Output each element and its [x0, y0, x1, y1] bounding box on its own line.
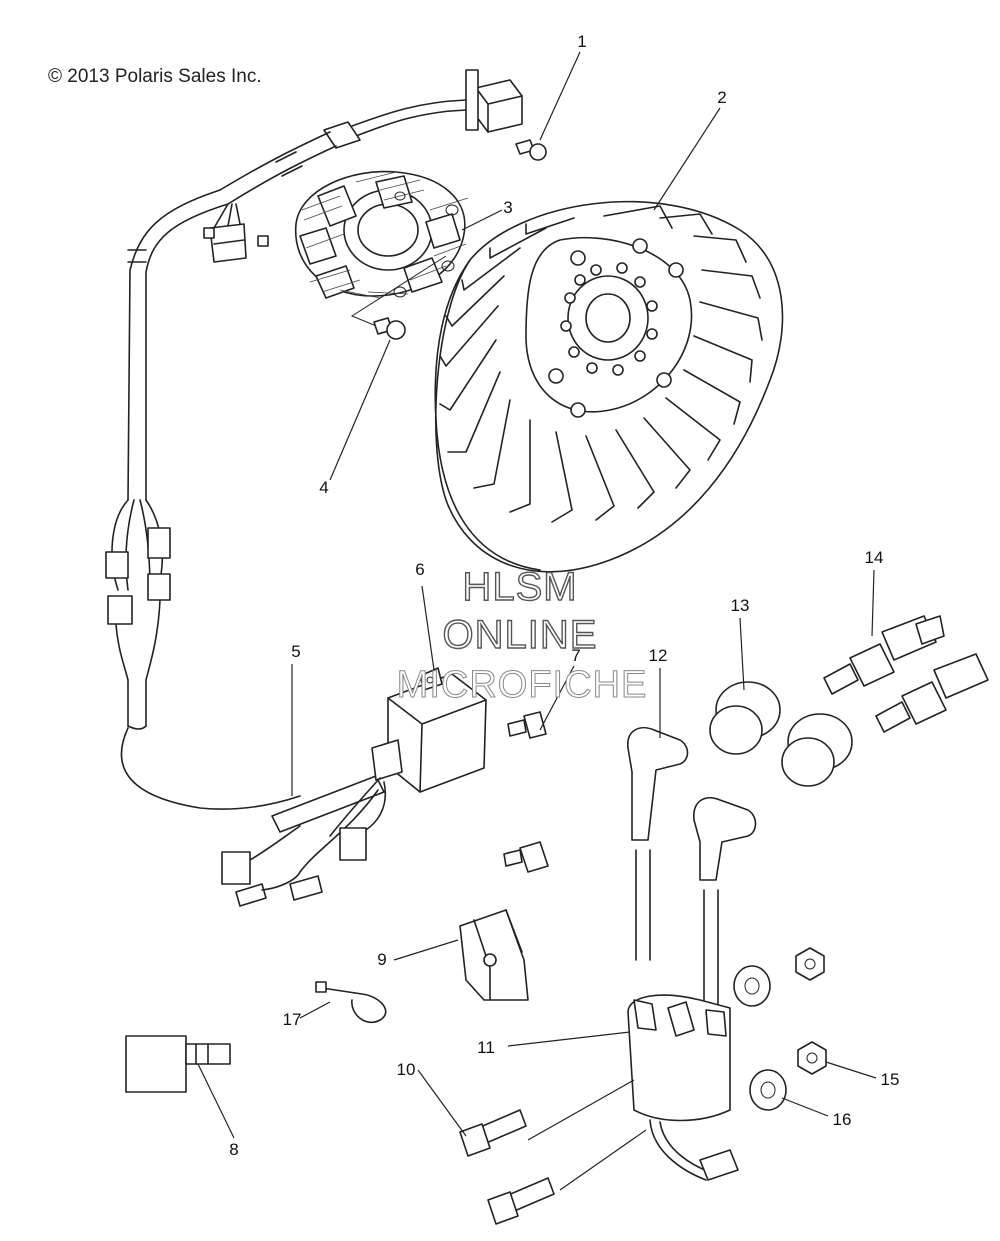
- callout-11: 11: [477, 1038, 495, 1057]
- part-13-boots: [709, 681, 853, 787]
- watermark-line-3: MICROFICHE: [396, 664, 648, 707]
- part-9-bracket: [459, 909, 529, 1001]
- callout-5: 5: [291, 642, 301, 661]
- part-5-wire-harness: [221, 739, 403, 907]
- part-12-spark-plug-caps: [627, 726, 757, 1021]
- callout-13: 13: [730, 596, 750, 615]
- stator-wire-harness: [105, 99, 467, 810]
- callout-8: 8: [229, 1140, 239, 1159]
- part-11-ignition-coil: [627, 994, 739, 1181]
- callout-6: 6: [415, 560, 425, 579]
- callout-4: 4: [319, 478, 329, 497]
- part-3-stator: [294, 170, 469, 299]
- part-4-screw: [350, 255, 447, 340]
- callout-15: 15: [880, 1070, 900, 1089]
- part-2-flywheel: [434, 200, 784, 573]
- part-10-bolts: [459, 1109, 555, 1225]
- part-7-bolts: [503, 711, 549, 873]
- part-15-nuts: [795, 947, 827, 1075]
- callout-3: 3: [503, 198, 513, 217]
- part-14-spark-plugs: [823, 615, 989, 733]
- callout-14: 14: [864, 548, 884, 567]
- callout-10: 10: [396, 1060, 416, 1079]
- callout-2: 2: [717, 88, 727, 107]
- part-16-washers: [733, 965, 787, 1111]
- part-6-cdi-module: [387, 667, 487, 793]
- copyright-notice: © 2013 Polaris Sales Inc.: [48, 66, 262, 87]
- callout-12: 12: [648, 646, 668, 665]
- callout-16: 16: [832, 1110, 852, 1129]
- part-8-connector: [125, 1035, 231, 1093]
- callout-9: 9: [377, 950, 387, 969]
- leader-lines: [197, 51, 877, 1191]
- callout-1: 1: [577, 32, 587, 51]
- watermark-line-2: ONLINE: [442, 612, 598, 657]
- watermark-line-1: HLSM: [462, 564, 578, 609]
- callout-17: 17: [282, 1010, 302, 1029]
- callout-7: 7: [571, 646, 581, 665]
- part-1-connector-and-screw: [465, 69, 547, 161]
- part-17-cable-tie: [315, 981, 387, 1024]
